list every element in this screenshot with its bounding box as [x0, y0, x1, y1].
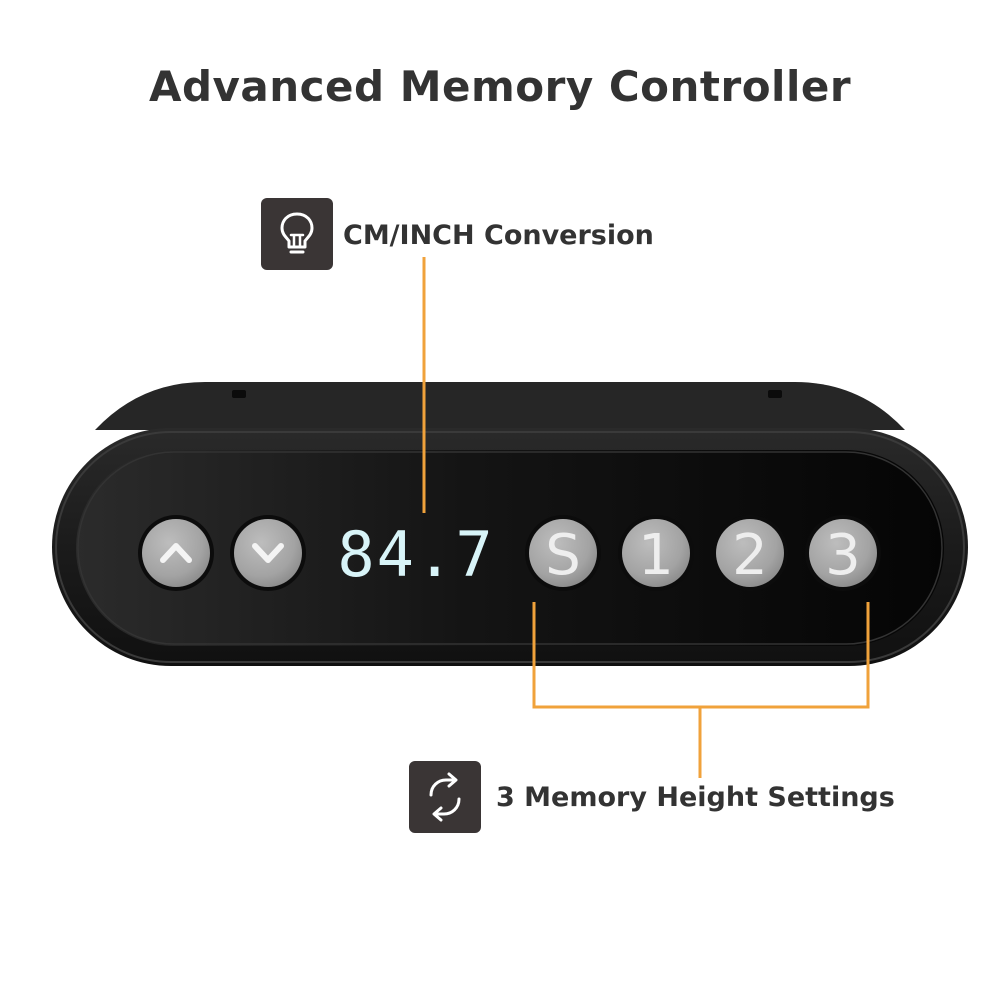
controller-top-ledge	[95, 382, 905, 430]
lightbulb-icon-badge	[261, 198, 333, 270]
up-button[interactable]	[138, 515, 214, 591]
sync-arrows-icon-badge	[409, 761, 481, 833]
memory-3-button[interactable]: 3	[805, 515, 881, 591]
memory-callout-label: 3 Memory Height Settings	[496, 782, 895, 813]
controller-face-panel	[76, 450, 944, 646]
height-display: 84.7	[337, 518, 494, 591]
save-button-label: S	[545, 523, 581, 588]
memory-2-button[interactable]: 2	[712, 515, 788, 591]
save-button[interactable]: S	[525, 515, 601, 591]
memory-1-label: 1	[638, 523, 674, 588]
sync-arrows-icon	[429, 772, 461, 822]
memory-callout-bracket	[532, 602, 870, 778]
memory-1-button[interactable]: 1	[618, 515, 694, 591]
mount-hole-left	[232, 390, 246, 398]
conversion-callout-label: CM/INCH Conversion	[343, 220, 654, 251]
memory-2-label: 2	[732, 523, 768, 588]
memory-3-label: 3	[825, 523, 861, 588]
down-arrow-icon	[252, 543, 284, 563]
down-button[interactable]	[230, 515, 306, 591]
mount-hole-right	[768, 390, 782, 398]
lightbulb-icon	[280, 212, 314, 254]
up-arrow-icon	[160, 543, 192, 563]
page-title: Advanced Memory Controller	[148, 62, 852, 111]
